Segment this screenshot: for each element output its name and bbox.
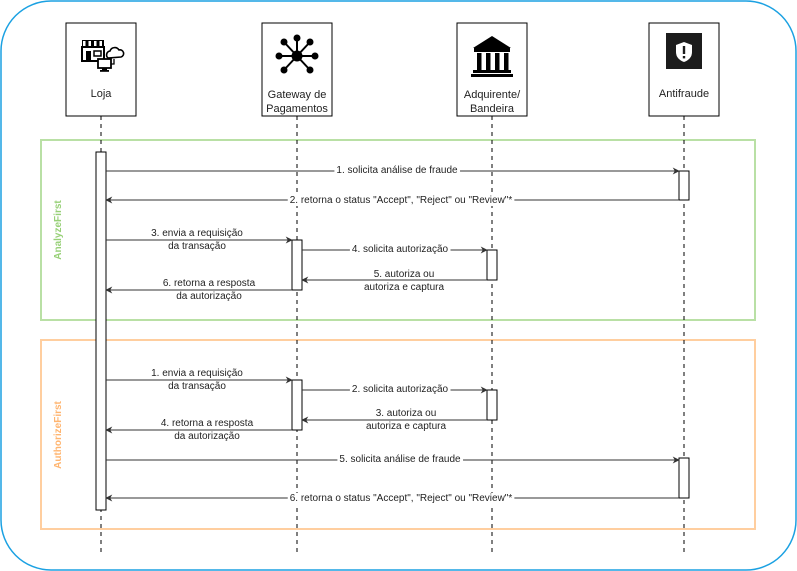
message-7: 1. envia a requisição da transação bbox=[106, 368, 293, 392]
actor-label: Antifraude bbox=[659, 88, 709, 100]
activation-bar-adquirente bbox=[486, 249, 498, 281]
message-label: 3. envia a requisição bbox=[151, 228, 243, 239]
actor-label: Adquirente/ bbox=[464, 89, 521, 101]
actor-antifraude: Antifraude bbox=[648, 22, 720, 117]
message-3: 3. envia a requisição da transação bbox=[106, 228, 293, 252]
label-background bbox=[349, 244, 451, 255]
message-label: autoriza e captura bbox=[366, 421, 446, 432]
message-label: 2. retorna o status "Accept", "Reject" o… bbox=[290, 195, 513, 206]
message-label: 3. autoriza ou bbox=[376, 408, 437, 419]
actors: Loja Gateway de Pagamentos Adquirente/Bande… bbox=[65, 22, 720, 117]
message-11: 5. solicita análise de fraude bbox=[106, 454, 680, 465]
label-background bbox=[287, 493, 515, 504]
messages: 1. solicita análise de fraude 2. retorna … bbox=[105, 165, 680, 504]
message-label: 4. retorna a resposta bbox=[161, 418, 254, 429]
message-label: 6. retorna o status "Accept", "Reject" o… bbox=[290, 493, 513, 504]
group-authorize-first: AuthorizeFirst bbox=[40, 339, 756, 530]
message-label: 4. solicita autorização bbox=[352, 244, 449, 255]
actor-box bbox=[65, 22, 137, 117]
actor-label: Gateway de bbox=[268, 89, 327, 101]
activation-bar-gateway bbox=[291, 239, 303, 291]
activation-bar-antifraude bbox=[678, 170, 690, 201]
message-8: 2. solicita autorização bbox=[302, 384, 488, 395]
group-frame bbox=[40, 139, 756, 321]
message-label: 1. solicita análise de fraude bbox=[336, 165, 458, 176]
group-title: AnalyzeFirst bbox=[53, 200, 64, 260]
message-9: 3. autoriza ou autoriza e captura bbox=[301, 408, 487, 432]
store-icon bbox=[81, 40, 125, 72]
message-label: da transação bbox=[168, 241, 226, 252]
label-background bbox=[349, 384, 451, 395]
group-title: AuthorizeFirst bbox=[53, 400, 64, 468]
message-2: 2. retorna o status "Accept", "Reject" o… bbox=[105, 195, 679, 206]
actor-loja: Loja bbox=[65, 22, 137, 117]
shield-alert-icon bbox=[666, 33, 702, 69]
message-label: 2. solicita autorização bbox=[352, 384, 449, 395]
message-5: 5. autoriza ou autoriza e captura bbox=[301, 269, 487, 293]
message-label: autoriza e captura bbox=[364, 282, 444, 293]
message-label: da autorização bbox=[174, 431, 240, 442]
message-12: 6. retorna o status "Accept", "Reject" o… bbox=[105, 493, 679, 504]
actor-label: Pagamentos bbox=[266, 103, 328, 115]
lifelines bbox=[100, 116, 685, 552]
activation-bar-loja bbox=[95, 151, 107, 511]
actor-adquirente: Adquirente/Bandeira bbox=[456, 22, 528, 117]
message-label: da transação bbox=[168, 381, 226, 392]
activation-bar-gateway bbox=[291, 379, 303, 431]
actor-label: Bandeira bbox=[470, 103, 515, 115]
message-label: da autorização bbox=[176, 291, 242, 302]
message-1: 1. solicita análise de fraude bbox=[106, 165, 680, 176]
group-analyze-first: AnalyzeFirst bbox=[40, 139, 756, 321]
message-label: 5. solicita análise de fraude bbox=[339, 454, 461, 465]
message-4: 4. solicita autorização bbox=[302, 244, 488, 255]
activation-bar-adquirente bbox=[486, 389, 498, 421]
bank-icon bbox=[471, 36, 513, 77]
message-label: 1. envia a requisição bbox=[151, 368, 243, 379]
label-background bbox=[287, 195, 515, 206]
message-label: 5. autoriza ou bbox=[374, 269, 435, 280]
activation-bar-antifraude bbox=[678, 457, 690, 499]
network-hub-icon bbox=[275, 34, 319, 74]
label-background bbox=[334, 165, 461, 176]
activation-bars bbox=[95, 151, 690, 511]
actor-label: Loja bbox=[91, 88, 113, 100]
label-background bbox=[337, 454, 464, 465]
message-6: 6. retorna a resposta da autorização bbox=[105, 278, 292, 302]
message-label: 6. retorna a resposta bbox=[163, 278, 256, 289]
message-10: 4. retorna a resposta da autorização bbox=[105, 418, 292, 442]
group-frame bbox=[40, 339, 756, 530]
actor-gateway: Gateway de Pagamentos bbox=[261, 22, 333, 117]
